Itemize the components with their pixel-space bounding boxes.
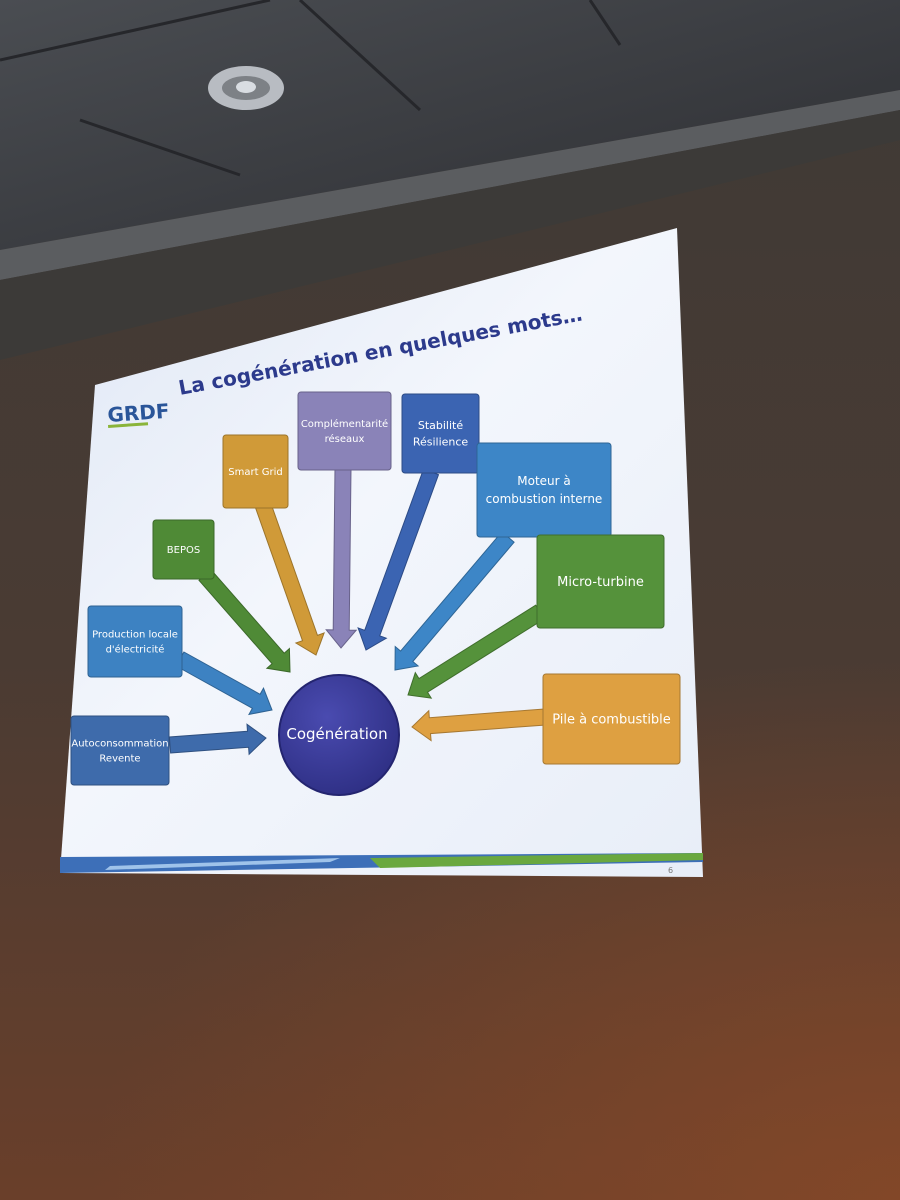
cogeneration-circle (278, 674, 400, 796)
topic-box-label: Autoconsommation (71, 739, 168, 750)
topic-box-complementarite: Complémentarité réseaux (297, 391, 392, 471)
topic-box-moteur: Moteur à combustion interne (476, 442, 612, 538)
arrow-micro-turbine (407, 604, 545, 699)
slide-footer-band-light (105, 858, 340, 870)
topic-box-bg (152, 519, 215, 580)
arrow-smart-grid (254, 501, 325, 656)
topic-box-production-locale: Production locale d'électricité (87, 605, 183, 678)
arrow-complementarite (325, 467, 358, 649)
ceiling-light-bulb (236, 81, 256, 93)
topic-box-label: Moteur à (517, 474, 571, 488)
topic-box-bg (87, 605, 183, 678)
ceiling-grid-line (298, 0, 422, 112)
topic-box-pile: Pile à combustible (542, 673, 681, 765)
arrow-group (168, 467, 547, 756)
topic-box-smart-grid: Smart Grid (222, 434, 289, 509)
ceiling-grid-line (0, 0, 271, 62)
ceiling (0, 0, 900, 250)
topic-box-label: Micro-turbine (557, 575, 644, 590)
topic-box-bg (542, 673, 681, 765)
arrow-production-locale (175, 651, 273, 716)
arrow-pile (411, 708, 547, 742)
topic-box-label: Complémentarité (301, 418, 388, 430)
topic-box-label: combustion interne (486, 492, 603, 506)
ceiling-grid-line (79, 118, 241, 177)
topic-box-bg (476, 442, 612, 538)
topic-box-label: Résilience (413, 436, 469, 449)
grdf-logo-underline (108, 422, 149, 428)
ceiling-beam (0, 90, 900, 280)
arrow-stabilite (357, 468, 440, 651)
topic-box-label: Production locale (92, 630, 178, 641)
topic-box-bg (297, 391, 392, 471)
topic-box-bg (222, 434, 289, 509)
topic-box-label: BEPOS (167, 545, 200, 556)
topic-box-bg (536, 534, 665, 629)
topic-box-micro-turbine: Micro-turbine (536, 534, 665, 629)
grdf-logo: GRDF (107, 399, 171, 427)
slide-footer-band-green (370, 853, 703, 868)
topic-box-label: Pile à combustible (552, 713, 671, 728)
topic-box-label: Stabilité (418, 419, 464, 432)
topic-box-label: d'électricité (106, 644, 165, 656)
topic-box-label: Revente (99, 754, 140, 765)
ceiling-grid-line (588, 0, 622, 46)
topic-box-label: Smart Grid (228, 467, 282, 478)
topic-box-bepos: BEPOS (152, 519, 215, 580)
arrow-autoconsommation (168, 723, 267, 756)
arrow-bepos (198, 568, 291, 673)
arrow-moteur (394, 531, 515, 671)
ceiling-beam-shadow (0, 110, 900, 360)
topic-box-bg (70, 715, 170, 786)
cogeneration-label: Cogénération (286, 725, 387, 743)
slide-page-number: 6 (668, 866, 673, 875)
topic-box-bg (401, 393, 480, 474)
topic-box-label: réseaux (325, 433, 365, 445)
